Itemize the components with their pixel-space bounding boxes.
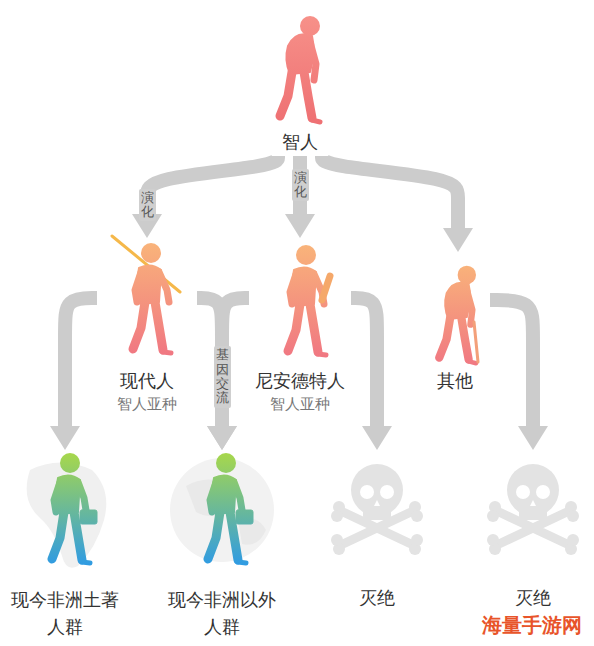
- stick: [474, 322, 478, 362]
- node-title: 尼安德特人: [255, 369, 345, 393]
- subspecies-node: 尼安德特人智人亚种: [249, 236, 351, 417]
- population-node: 现今非洲以外 人群: [160, 448, 284, 642]
- edge-label: 演化: [294, 171, 307, 200]
- arrow-connector: [65, 298, 97, 426]
- arrow-connector: [147, 156, 278, 214]
- node-title: 现代人: [120, 369, 174, 393]
- subspecies-node: 现代人智人亚种: [97, 236, 197, 417]
- node-title: 现今非洲土著 人群: [9, 586, 121, 640]
- node-title: 其他: [437, 369, 473, 393]
- population-node: 现今非洲土著 人群: [3, 448, 127, 642]
- watermark: 海量手游网: [482, 612, 582, 639]
- node-subtitle: 智人亚种: [270, 393, 330, 415]
- skull-symbol: [331, 464, 423, 555]
- node-title: 现今非洲以外 人群: [166, 586, 278, 640]
- edge-label: 基因交流: [216, 348, 229, 405]
- species-node: 其他: [420, 250, 490, 395]
- edge-label-patch: 演化: [292, 169, 309, 202]
- club: [322, 276, 330, 300]
- edge-label-patch: 基因交流: [214, 346, 231, 407]
- node-title: 灭绝: [515, 586, 551, 610]
- arrow-connector: [490, 300, 533, 426]
- extinct-node: 灭绝: [332, 448, 422, 612]
- node-title: 智人: [282, 130, 318, 154]
- other-figure: [439, 266, 476, 364]
- ape-figure: [280, 16, 320, 122]
- arrow-connector: [351, 298, 377, 426]
- node-subtitle: 智人亚种: [117, 393, 177, 415]
- edge-label-patch: 演化: [139, 189, 156, 222]
- node-title: 灭绝: [359, 586, 395, 610]
- skull-symbol: [487, 464, 579, 555]
- arrow-connector: [322, 156, 458, 228]
- human-figure: [133, 243, 171, 353]
- species-node: 智人: [255, 10, 345, 156]
- arrow-connector: [293, 156, 307, 214]
- walker-figure: [52, 453, 97, 563]
- extinct-node: 灭绝: [488, 448, 578, 612]
- edge-label: 演化: [141, 191, 154, 220]
- walker-figure: [208, 453, 253, 563]
